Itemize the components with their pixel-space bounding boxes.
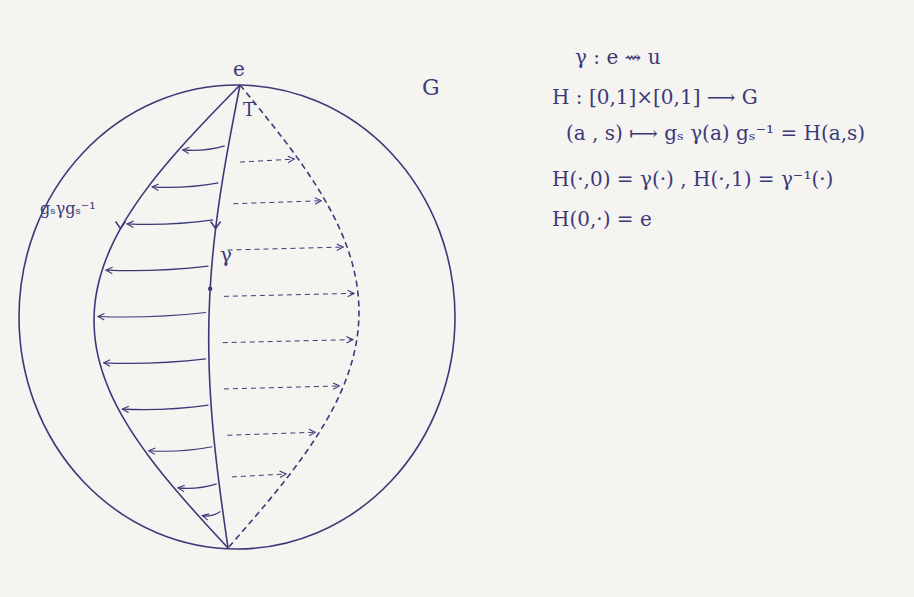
path-point	[208, 287, 212, 291]
homotopy-arrow	[152, 183, 218, 188]
homotopy-arrow	[98, 313, 206, 318]
point-label: e	[233, 58, 245, 80]
right-boundary-path	[228, 85, 359, 548]
homotopy-arrow	[122, 405, 208, 410]
formula-line: (a , s) ⟼ gₛ γ(a) gₛ⁻¹ = H(a,s)	[566, 122, 865, 144]
homotopy-arrow	[223, 340, 353, 343]
homotopy-arrow	[202, 512, 220, 517]
formula-line: γ : e ⇝ u	[575, 46, 661, 68]
homotopy-arrow	[228, 247, 344, 250]
formula-line: H : [0,1]×[0,1] ⟶ G	[552, 86, 758, 108]
group-label: G	[422, 76, 440, 100]
path-label: gₛγgₛ⁻¹	[40, 200, 96, 218]
homotopy-arrow	[232, 474, 286, 477]
region-label: T	[243, 100, 255, 120]
homotopy-arrow	[183, 146, 225, 151]
homotopy-arrow	[149, 447, 212, 452]
conjugated-path	[94, 85, 240, 548]
homotopy-arrow	[240, 159, 294, 162]
homotopy-arrow	[178, 484, 217, 489]
formula-line: H(·,0) = γ(·) , H(·,1) = γ⁻¹(·)	[552, 168, 833, 190]
group-sphere	[19, 85, 455, 549]
homotopy-arrow	[224, 386, 340, 389]
homotopy-arrow	[227, 432, 315, 435]
formula-line: H(0,·) = e	[552, 208, 652, 230]
homotopy-arrow	[127, 220, 213, 225]
homotopy-arrow	[233, 201, 321, 204]
direction-arrow	[211, 222, 221, 229]
path-label: γ	[220, 244, 232, 266]
homotopy-arrow	[104, 359, 206, 364]
direction-arrow	[115, 222, 125, 229]
homotopy-arrow	[106, 266, 208, 271]
homotopy-arrow	[224, 293, 354, 296]
gamma-path	[209, 85, 240, 548]
